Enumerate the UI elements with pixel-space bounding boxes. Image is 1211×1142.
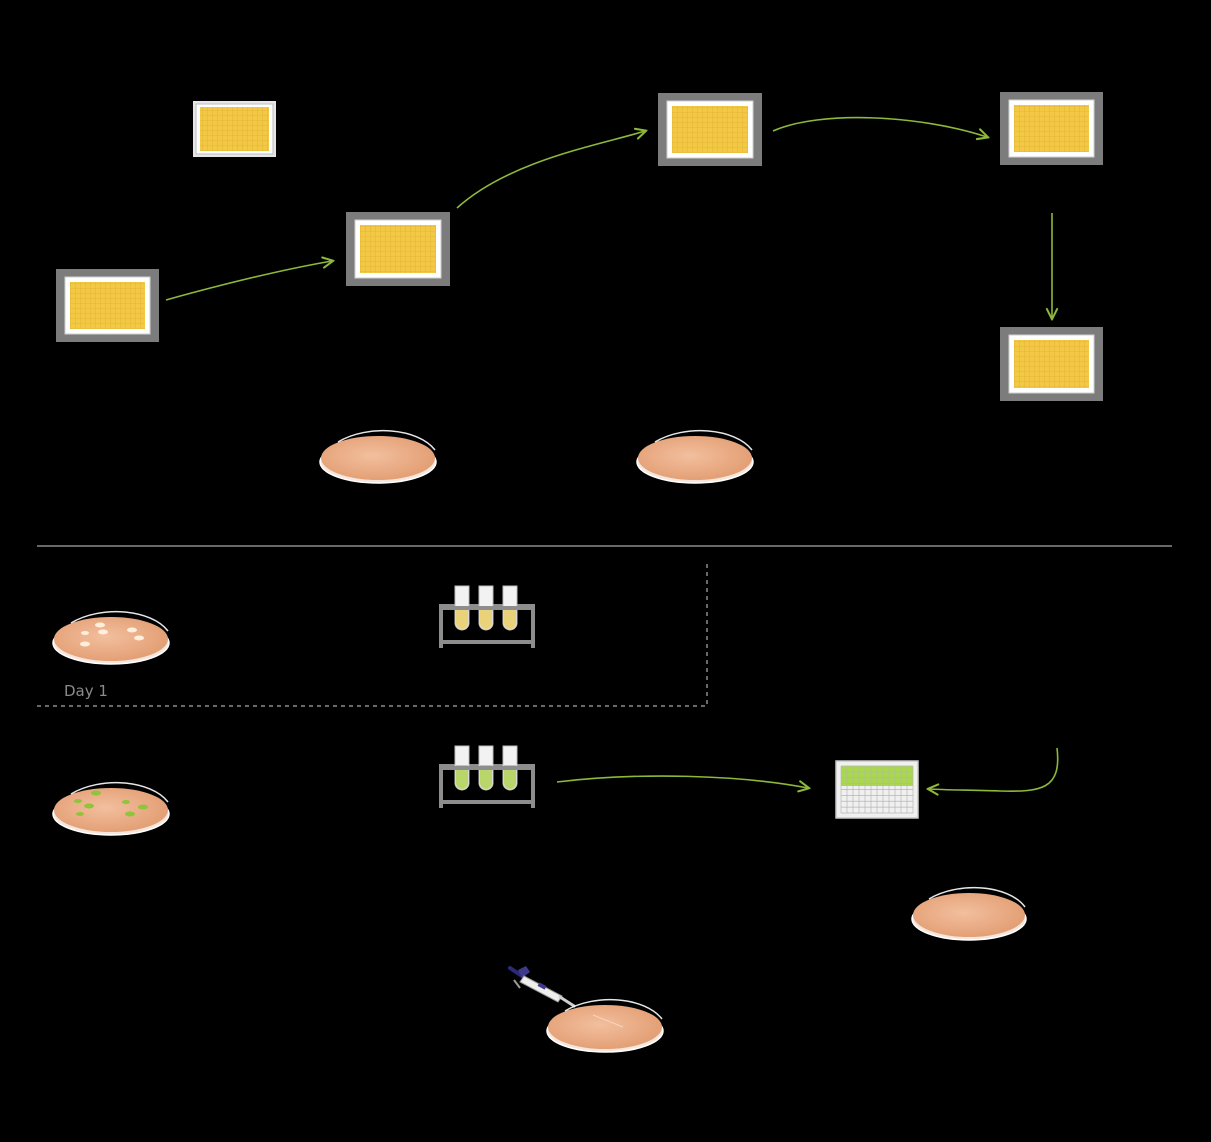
petri-dish-green-colonies-icon (52, 781, 170, 836)
test-tube-rack-icon (439, 585, 535, 648)
petri-dish-icon (319, 429, 437, 484)
384-well-plate-icon (346, 212, 450, 286)
test-tube-rack-icon (439, 745, 535, 808)
arrow-to-reader-return (929, 747, 1059, 791)
384-well-plate-icon (1000, 92, 1103, 165)
384-well-plate-icon (193, 101, 276, 157)
384-well-plate-icon (1000, 327, 1103, 401)
arrow-plate1-to-plate2 (165, 261, 332, 301)
arrow-plate2-to-plate3 (456, 131, 645, 209)
petri-dish-icon (546, 998, 664, 1053)
petri-dish-icon (911, 886, 1027, 941)
arrow-plate3-to-plate4 (772, 116, 987, 137)
day1-label: Day 1 (64, 682, 108, 700)
pipette-icon (508, 966, 576, 1008)
petri-dish-white-colonies-icon (52, 610, 170, 665)
petri-dish-icon (636, 429, 754, 484)
arrow-rack-to-reader (556, 775, 808, 788)
96-well-plate-icon (835, 760, 919, 819)
384-well-plate-icon (658, 93, 762, 166)
384-well-plate-icon (56, 269, 159, 342)
